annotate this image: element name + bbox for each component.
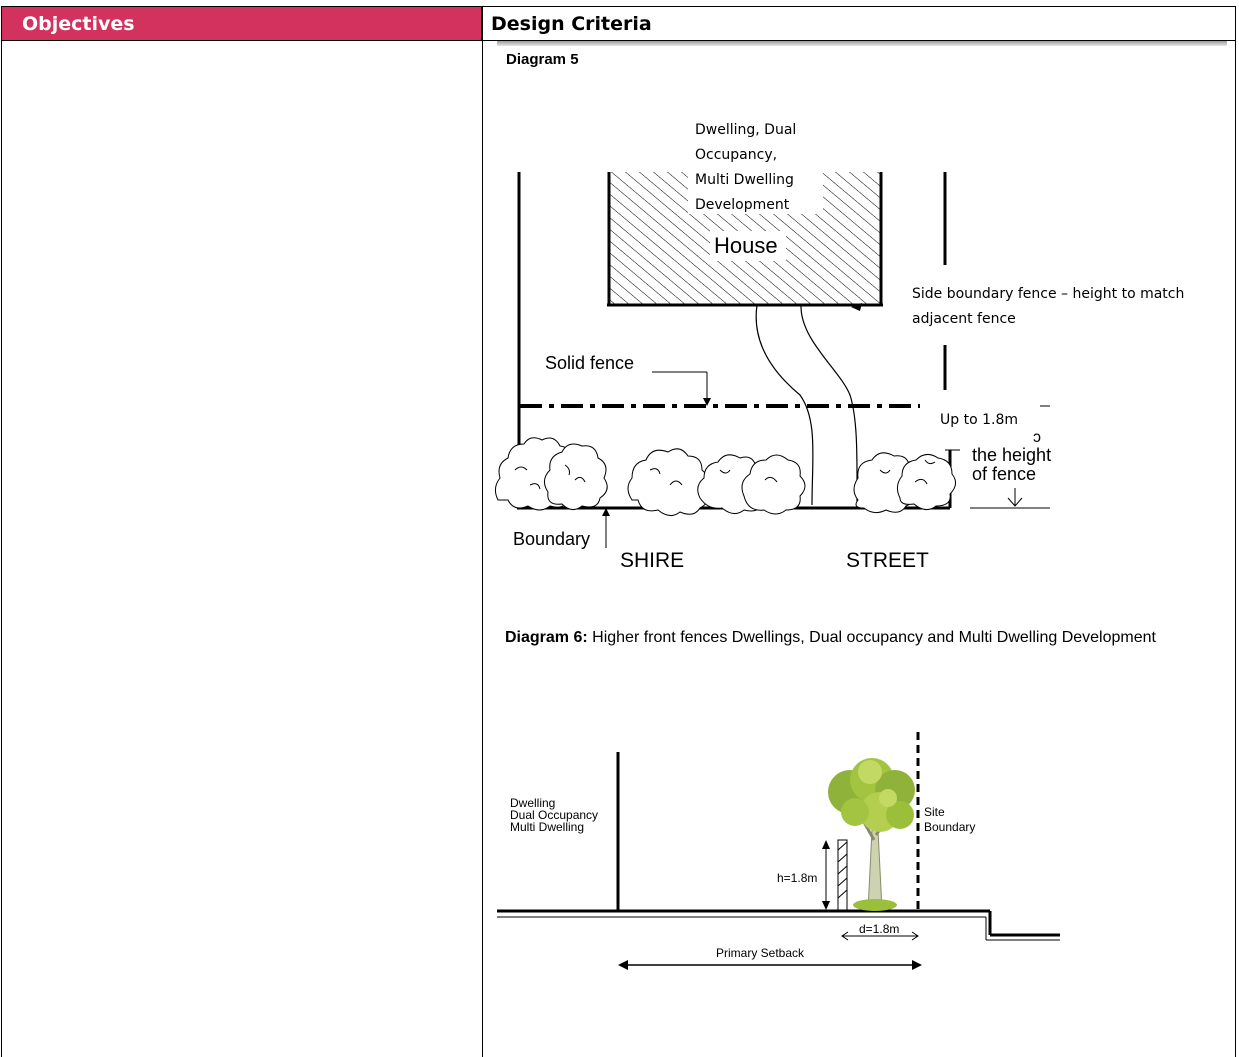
side-fence-label-line-2: adjacent fence: [912, 311, 1016, 327]
fence-height-label: h=1.8m: [777, 871, 818, 885]
table-column-divider: [482, 41, 483, 1057]
d6-building-line-1: Dwelling: [510, 796, 556, 810]
side-fence-label: Side boundary fence – height to match ad…: [912, 282, 1184, 332]
side-fence-label-line-1: Side boundary fence – height to match: [912, 286, 1185, 302]
objectives-header-label: Objectives: [22, 13, 135, 35]
diagram-6-title-rest: Higher front fences Dwellings, Dual occu…: [587, 629, 1156, 646]
fence-post: [837, 839, 848, 911]
d6-building-line-3: Multi Dwelling: [510, 820, 585, 834]
street-label-left: SHIRE: [620, 549, 685, 572]
driveway-right-edge: [800, 304, 858, 506]
building-label-line-2: Occupancy,: [695, 147, 778, 163]
table-right-border: [1235, 41, 1236, 1057]
fence-distance-label: d=1.8m: [859, 922, 900, 936]
building-label-line-3: Multi Dwelling: [695, 172, 794, 188]
diagram-5-title: Diagram 5: [506, 51, 579, 68]
design-criteria-header-label: Design Criteria: [491, 13, 652, 35]
tree-illustration: [828, 758, 915, 911]
objectives-header: Objectives: [1, 6, 482, 41]
solid-fence-label: Solid fence: [545, 353, 635, 373]
height-of-fence-label: the height of fence: [972, 446, 1051, 484]
street-label-right: STREET: [846, 549, 929, 572]
diagram-6-title-bold: Diagram 6:: [505, 629, 588, 646]
height-label-fragment: ɔ: [1033, 429, 1041, 446]
table-left-border: [1, 41, 2, 1057]
diagram-6-title: Diagram 6: Higher front fences Dwellings…: [505, 628, 1185, 648]
site-boundary-label: Site Boundary: [924, 805, 975, 835]
design-criteria-header: Design Criteria: [482, 6, 1236, 41]
embedded-page-edge: [497, 41, 1227, 46]
height-of-fence-line-1: the height: [972, 445, 1052, 465]
diagram-6-building-label: Dwelling Dual Occupancy Multi Dwelling: [510, 797, 598, 833]
driveway-left-edge: [755, 304, 814, 506]
building-label-line-1: Dwelling, Dual: [695, 122, 797, 138]
building-label-line-4: Development: [695, 197, 790, 213]
boundary-label: Boundary: [513, 529, 591, 549]
diagram-5-building-label: Dwelling, Dual Occupancy, Multi Dwelling…: [695, 118, 796, 218]
d6-building-line-2: Dual Occupancy: [510, 808, 599, 822]
hedge-shrubs: [494, 437, 956, 516]
house-label: House: [714, 233, 778, 258]
height-limit-label: Up to 1.8m: [940, 412, 1018, 428]
height-of-fence-line-2: of fence: [972, 464, 1037, 484]
site-boundary-line-1: Site: [924, 805, 945, 819]
site-boundary-line-2: Boundary: [924, 820, 976, 834]
primary-setback-label: Primary Setback: [716, 946, 805, 960]
